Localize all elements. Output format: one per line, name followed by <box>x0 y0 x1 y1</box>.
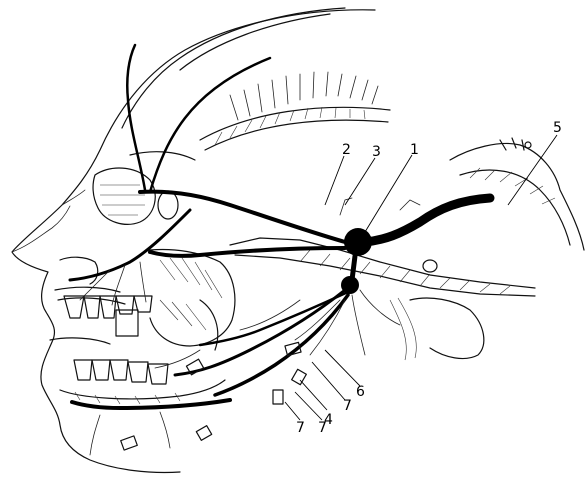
cranial-base <box>230 238 535 360</box>
nerve-root-node <box>525 142 531 148</box>
trigeminal-ganglion <box>344 228 372 256</box>
label-2: 2 <box>342 142 351 158</box>
scalp-hatching <box>200 72 390 150</box>
maxilla-region <box>150 250 235 351</box>
lower-teeth <box>60 360 225 404</box>
callout-labels: 2 3 1 5 6 7 4 7 7 <box>296 120 562 436</box>
label-3: 3 <box>372 144 381 160</box>
leader-6 <box>325 350 360 386</box>
label-7c: 7 <box>343 398 352 414</box>
leader-7a <box>285 402 300 420</box>
canal-opening <box>423 260 437 272</box>
leader-lines <box>285 135 557 420</box>
specimen-markers <box>121 342 307 450</box>
label-7a: 7 <box>296 420 305 436</box>
leader-7b <box>295 392 322 420</box>
label-5: 5 <box>553 120 562 136</box>
leader-1 <box>365 155 412 232</box>
leader-7c <box>312 362 345 400</box>
leader-4 <box>300 380 327 410</box>
label-1: 1 <box>410 142 419 158</box>
label-7b: 7 <box>318 420 327 436</box>
leader-2 <box>325 156 344 205</box>
label-6: 6 <box>356 384 365 400</box>
brainstem-structure <box>450 138 584 250</box>
nerve-trunks <box>70 45 490 408</box>
leader-3 <box>345 158 375 205</box>
upper-teeth <box>64 296 152 336</box>
